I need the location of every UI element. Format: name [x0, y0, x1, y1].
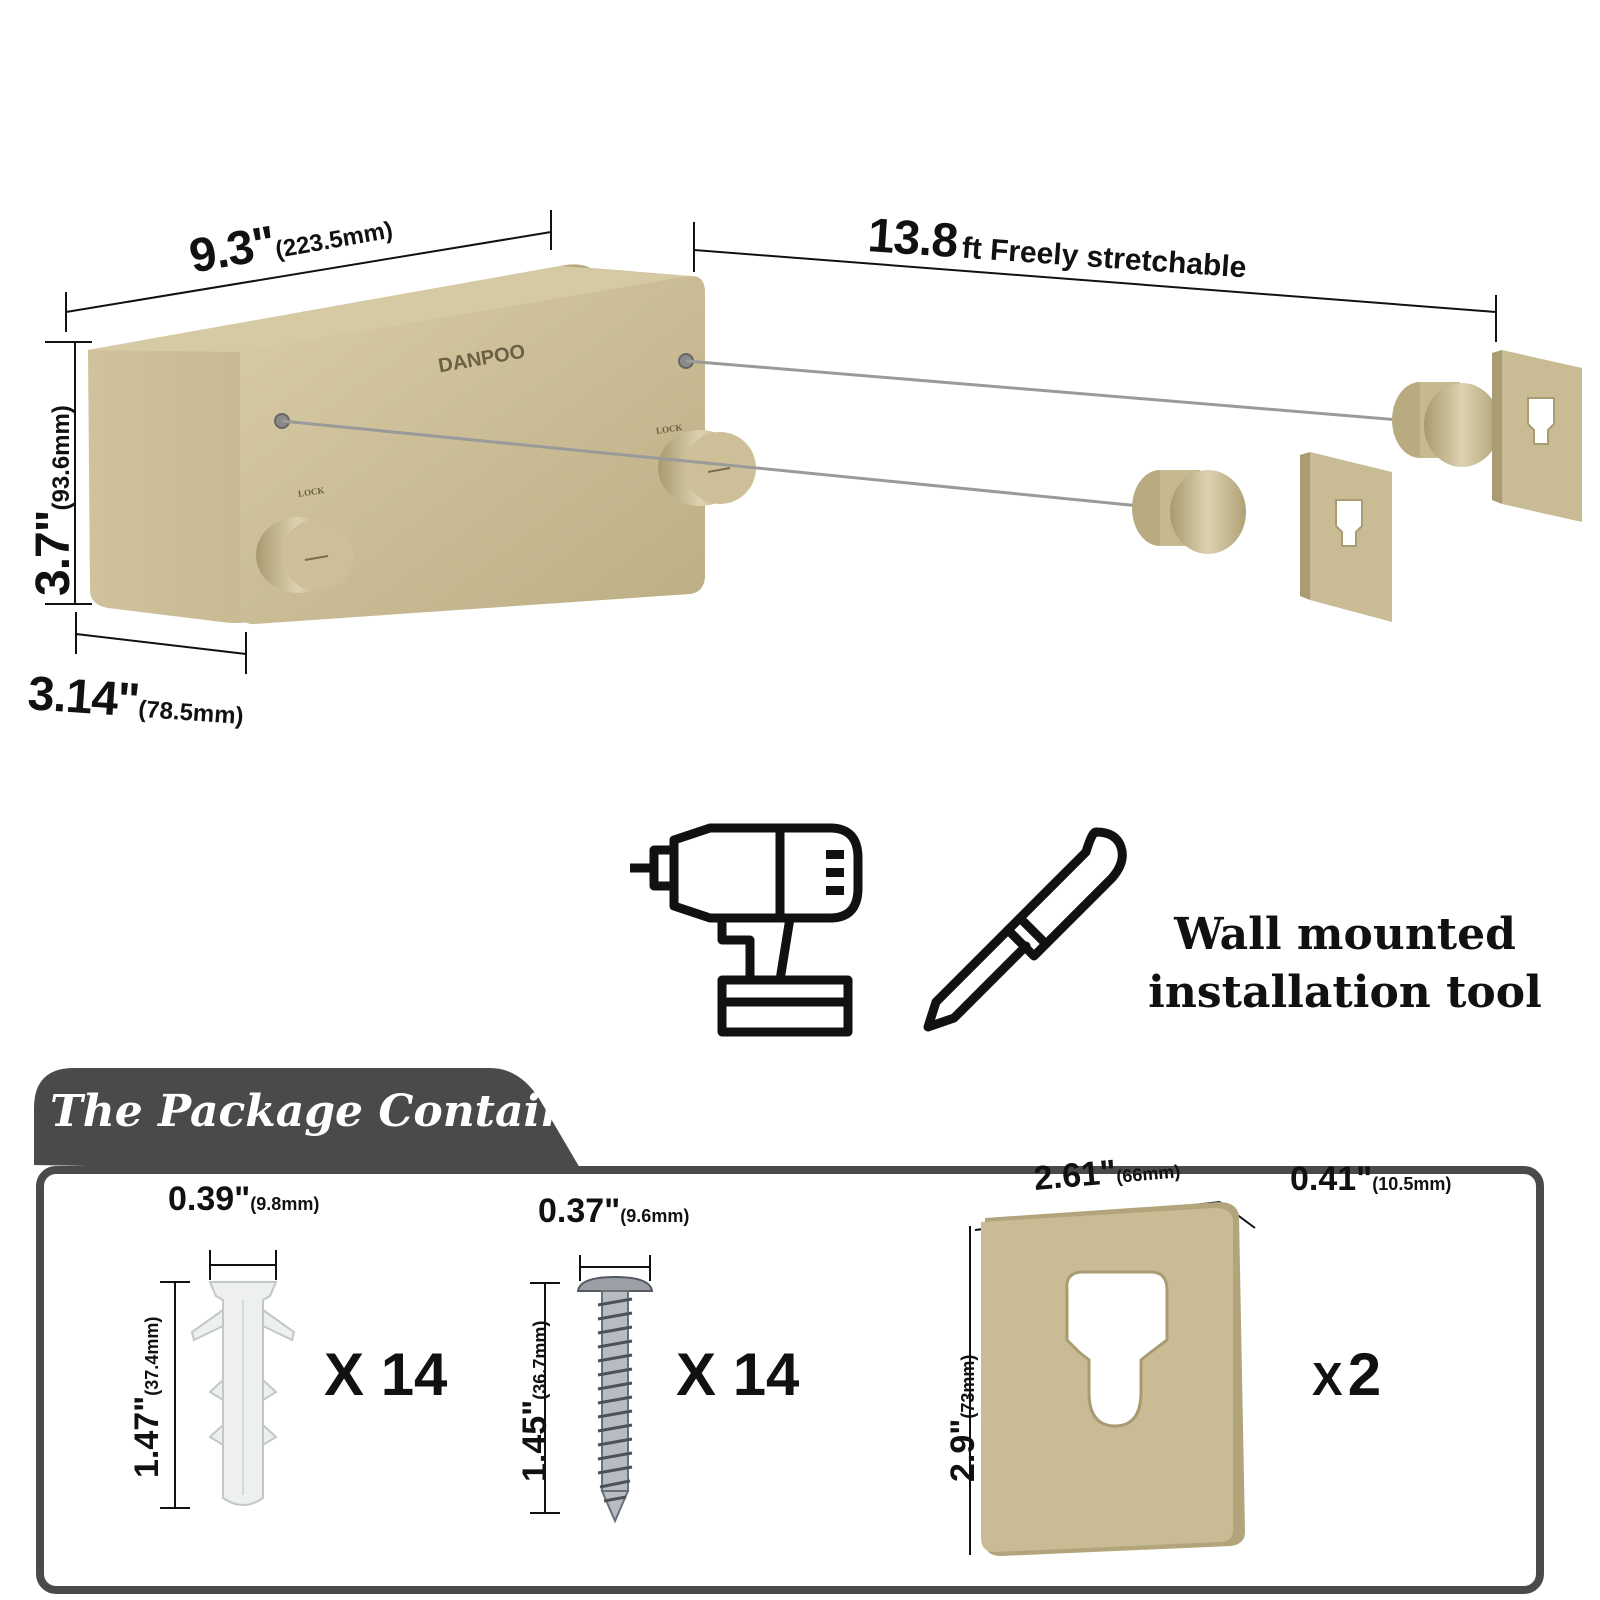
width-dimension-line — [65, 210, 552, 332]
anchor-width-label: 0.39"(9.8mm) — [168, 1180, 319, 1219]
screw-width-label: 0.37"(9.6mm) — [538, 1192, 689, 1231]
screw-length-mm: (36.7mm) — [530, 1320, 550, 1400]
wall-plate-2 — [1492, 350, 1582, 522]
depth-mm: (78.5mm) — [137, 695, 245, 731]
screwdriver-icon — [923, 827, 1127, 1032]
screw-length-label: 1.45"(36.7mm) — [516, 1321, 555, 1482]
tool-caption-line1: Wall mounted — [1174, 909, 1516, 960]
plate-quantity-x: X — [1312, 1353, 1343, 1405]
clothesline-box — [88, 264, 756, 625]
anchor-icon — [190, 1281, 296, 1506]
screw-quantity: X 14 — [676, 1341, 800, 1408]
package-title: The Package Contains — [50, 1086, 597, 1137]
plate-height-label: 2.9"(73mm) — [944, 1355, 983, 1482]
anchor-length-inches: 1.47" — [128, 1395, 166, 1478]
anchor-width-mm: (9.8mm) — [250, 1194, 320, 1214]
height-mm: (93.6mm) — [48, 405, 75, 511]
drill-icon — [630, 823, 863, 1037]
wall-anchor-illustration — [160, 1250, 296, 1509]
wall-plate-1 — [1300, 452, 1392, 622]
depth-inches: 3.14" — [26, 667, 141, 728]
plate-quantity: X 2 — [1312, 1340, 1381, 1409]
plate-quantity-number: 2 — [1347, 1341, 1382, 1408]
screw-length-inches: 1.45" — [516, 1399, 554, 1482]
height-dimension-label: 3.7"(93.6mm) — [26, 405, 81, 596]
plate-thickness-label: 0.41"(10.5mm) — [1290, 1160, 1451, 1199]
height-dimension-line — [45, 341, 92, 605]
installation-tool-caption: Wall mounted installation tool — [1135, 906, 1555, 1022]
depth-dimension-line — [75, 612, 247, 674]
screw-width-inches: 0.37" — [538, 1192, 621, 1230]
clothesline-wires — [281, 359, 1401, 508]
plate-thickness-inches: 0.41" — [1290, 1160, 1373, 1198]
product-illustration — [45, 210, 1582, 674]
plate-height-mm: (73mm) — [958, 1354, 978, 1419]
plate-width-mm: (66mm) — [1115, 1161, 1182, 1187]
wall-plate-illustration — [969, 1201, 1256, 1556]
anchor-length-label: 1.47"(37.4mm) — [128, 1317, 167, 1478]
screw-width-mm: (9.6mm) — [620, 1206, 690, 1226]
wire-end-cap-2 — [1392, 382, 1500, 467]
plate-width-inches: 2.61" — [1032, 1152, 1118, 1198]
stretch-value: 13.8 — [866, 209, 960, 269]
plate-thickness-mm: (10.5mm) — [1372, 1174, 1452, 1194]
screw-illustration — [530, 1255, 654, 1524]
height-inches: 3.7" — [27, 510, 80, 596]
wire-end-cap-1 — [1132, 470, 1246, 554]
wall-plate-icon — [981, 1202, 1245, 1556]
anchor-width-inches: 0.39" — [168, 1180, 251, 1218]
anchor-quantity: X 14 — [324, 1341, 448, 1408]
anchor-length-mm: (37.4mm) — [142, 1316, 162, 1396]
screw-icon — [576, 1275, 654, 1524]
stretch-dimension-line — [693, 222, 1497, 342]
plate-height-inches: 2.9" — [944, 1418, 982, 1482]
tool-caption-line2: installation tool — [1148, 967, 1542, 1018]
